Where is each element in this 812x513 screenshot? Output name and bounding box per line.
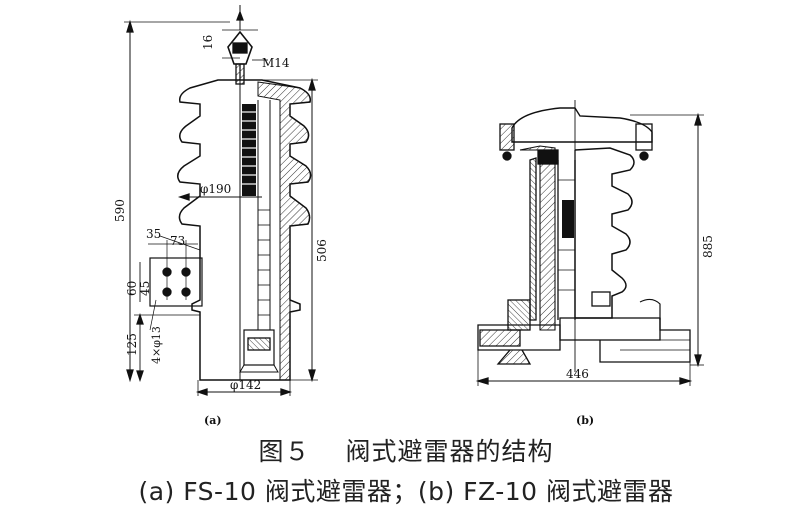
dim-506-label: 506: [315, 239, 329, 262]
dim-35-label: 35: [146, 227, 161, 241]
dim-590-label: 590: [113, 199, 127, 222]
figure-caption-subtitle: (a) FS-10 阀式避雷器；(b) FZ-10 阀式避雷器: [138, 477, 674, 506]
dim-phi190-label: φ190: [200, 182, 231, 196]
dim-45-label: 45: [138, 281, 152, 296]
subfigure-label-b: (b): [576, 414, 594, 427]
drawing-b-fz10: [475, 100, 704, 386]
subfigure-label-a: (a): [204, 414, 222, 427]
dim-446-label: 446: [566, 367, 589, 381]
dim-m14-label: M14: [262, 56, 290, 70]
dim-885-label: 885: [701, 235, 715, 258]
holes-label: 4×φ13: [150, 326, 163, 364]
dim-phi142-label: φ142: [230, 378, 261, 392]
dim-16-label: 16: [201, 35, 215, 50]
dim-73-label: 73: [170, 234, 185, 248]
dim-125-label: 125: [125, 333, 139, 356]
dim-60-label: 60: [125, 281, 139, 296]
valve-disk-stack-a: [242, 104, 256, 196]
drawing-a-fs10: [124, 5, 318, 396]
figure-caption-title: 图５ 阀式避雷器的结构: [258, 437, 554, 466]
